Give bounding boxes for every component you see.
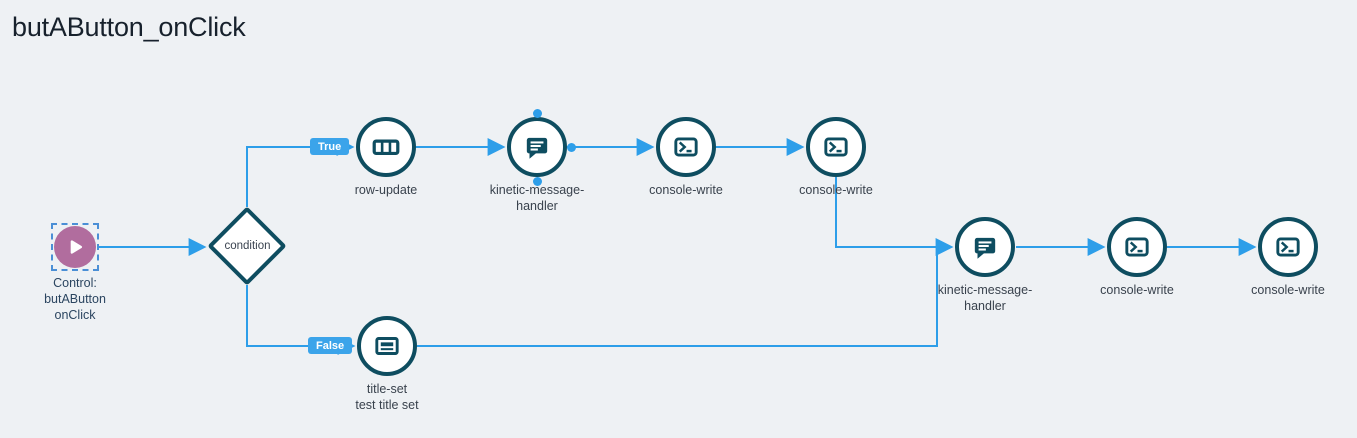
terminal-icon [674, 137, 698, 157]
terminal-icon [1276, 237, 1300, 257]
node-circle [1258, 217, 1318, 277]
node-circle [357, 316, 417, 376]
node-kinetic-message-handler-2[interactable]: kinetic-message-handler [925, 217, 1045, 314]
node-circle [806, 117, 866, 177]
node-kinetic-message-handler-1[interactable]: kinetic-message-handler [477, 117, 597, 214]
node-control-start[interactable]: Control: butAButton onClick [15, 223, 135, 323]
node-console-write-1[interactable]: console-write [626, 117, 746, 198]
edge-cw2-to-kmh2[interactable] [835, 177, 954, 256]
edge-titleset-to-kmh2[interactable] [417, 247, 938, 347]
node-circle [507, 117, 567, 177]
node-label: console-write [649, 183, 723, 197]
terminal-icon [1125, 237, 1149, 257]
selection-box [51, 223, 99, 271]
node-circle [1107, 217, 1167, 277]
play-icon [70, 240, 83, 254]
node-console-write-3[interactable]: console-write [1077, 217, 1197, 298]
node-console-write-2[interactable]: console-write [776, 117, 896, 198]
node-label: console-write [1251, 283, 1325, 297]
node-label: kinetic-message-handler [489, 183, 585, 213]
terminal-icon [824, 137, 848, 157]
connection-handle-right[interactable] [566, 142, 576, 152]
connection-handle-top[interactable] [532, 108, 542, 118]
table-row-icon [372, 139, 400, 156]
message-bubble-icon [974, 237, 996, 259]
edge-label-false[interactable]: False [308, 337, 353, 354]
node-console-write-4[interactable]: console-write [1228, 217, 1348, 298]
title-bar-icon [375, 337, 399, 355]
page-title: butAButton_onClick [12, 12, 246, 42]
condition-label: condition [224, 240, 271, 252]
node-circle [356, 117, 416, 177]
edge-label-true[interactable]: True [310, 138, 350, 155]
node-circle [656, 117, 716, 177]
node-title-set[interactable]: title-set test title set [327, 316, 447, 413]
node-row-update[interactable]: row-update [326, 117, 446, 198]
start-node-circle [54, 226, 96, 268]
message-bubble-icon [526, 137, 548, 159]
node-label: console-write [799, 183, 873, 197]
node-label: Control: butAButton onClick [44, 276, 106, 322]
node-label: console-write [1100, 283, 1174, 297]
node-label: title-set test title set [355, 382, 419, 412]
node-label: row-update [354, 183, 418, 197]
node-label: kinetic-message-handler [937, 283, 1033, 313]
node-circle [955, 217, 1015, 277]
connection-handle-bottom[interactable] [532, 176, 542, 186]
